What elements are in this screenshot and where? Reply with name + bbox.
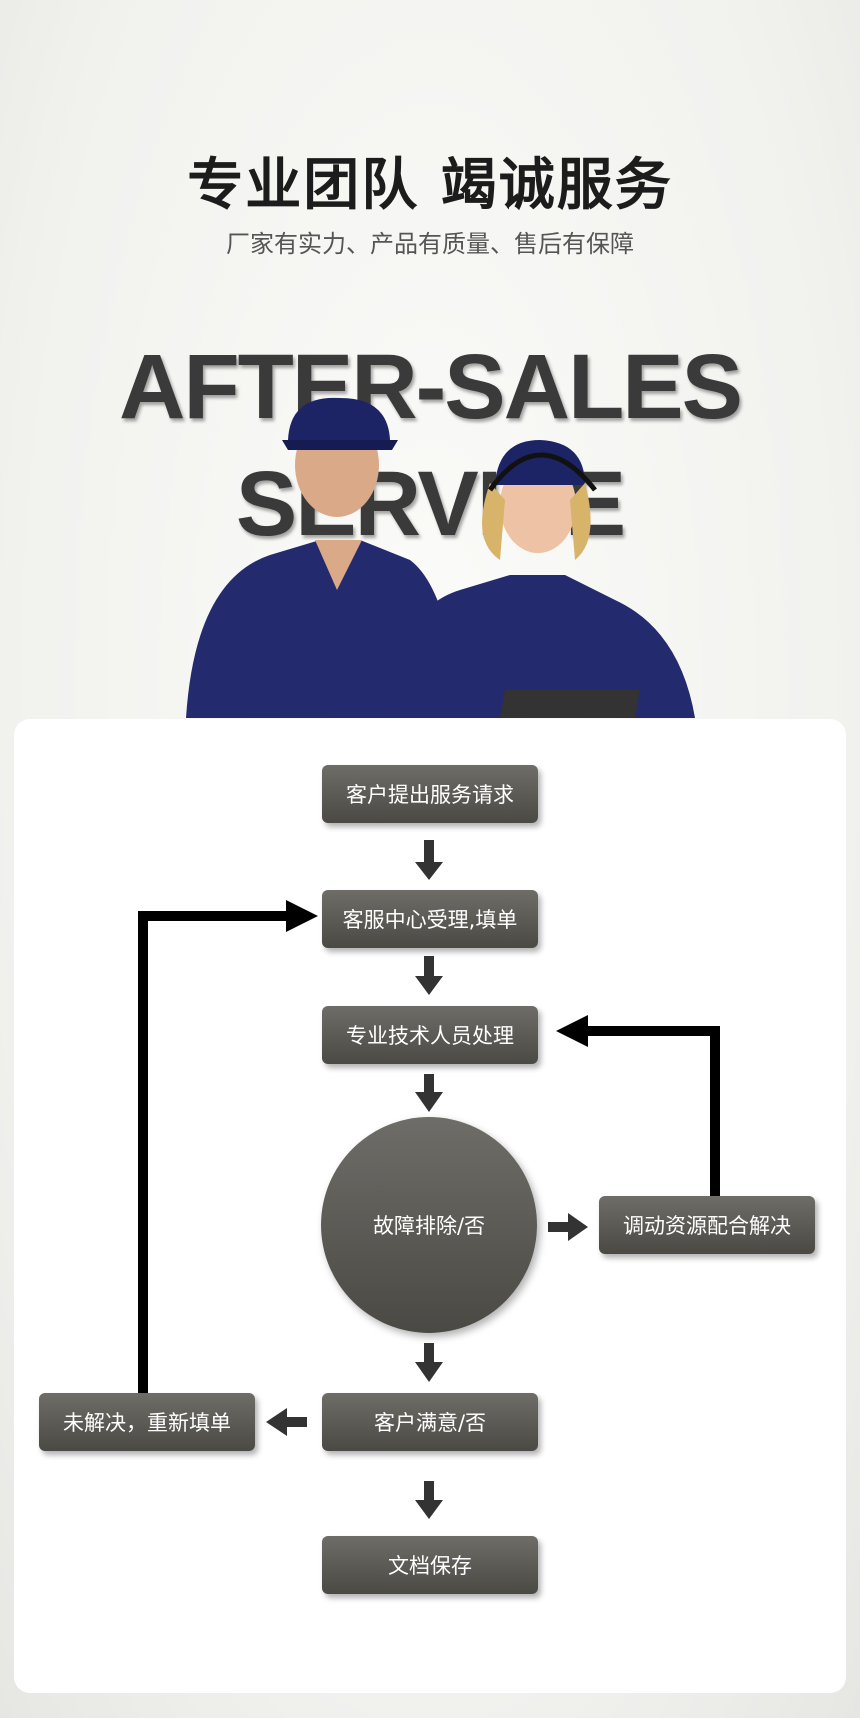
loop-arrow-back-to-technicians bbox=[556, 1015, 720, 1196]
flow-step-unresolved: 未解决，重新填单 bbox=[39, 1393, 255, 1451]
flow-step-archive: 文档保存 bbox=[322, 1536, 538, 1594]
flow-step-satisfied: 客户满意/否 bbox=[322, 1393, 538, 1451]
arrow-down-1 bbox=[415, 840, 443, 880]
page-subtitle: 厂家有实力、产品有质量、售后有保障 bbox=[226, 230, 634, 258]
service-staff-photo bbox=[186, 397, 695, 718]
arrow-down-2 bbox=[415, 956, 443, 995]
arrow-left-to-unresolved bbox=[266, 1408, 307, 1436]
arrow-down-3 bbox=[415, 1074, 443, 1112]
flow-decision-fault-cleared: 故障排除/否 bbox=[321, 1117, 537, 1333]
arrow-down-5 bbox=[415, 1481, 443, 1519]
flow-step-service-center: 客服中心受理,填单 bbox=[322, 890, 538, 948]
flow-step-service-request: 客户提出服务请求 bbox=[322, 765, 538, 823]
loop-arrow-back-to-service-center bbox=[138, 900, 318, 1393]
arrow-down-4 bbox=[415, 1343, 443, 1382]
banner-line-1: AFTER-SALES bbox=[119, 336, 743, 438]
flow-step-technicians: 专业技术人员处理 bbox=[322, 1006, 538, 1064]
page-title: 专业团队 竭诚服务 bbox=[187, 153, 673, 218]
flow-step-resources: 调动资源配合解决 bbox=[599, 1196, 815, 1254]
arrow-right-to-resources bbox=[548, 1213, 588, 1241]
